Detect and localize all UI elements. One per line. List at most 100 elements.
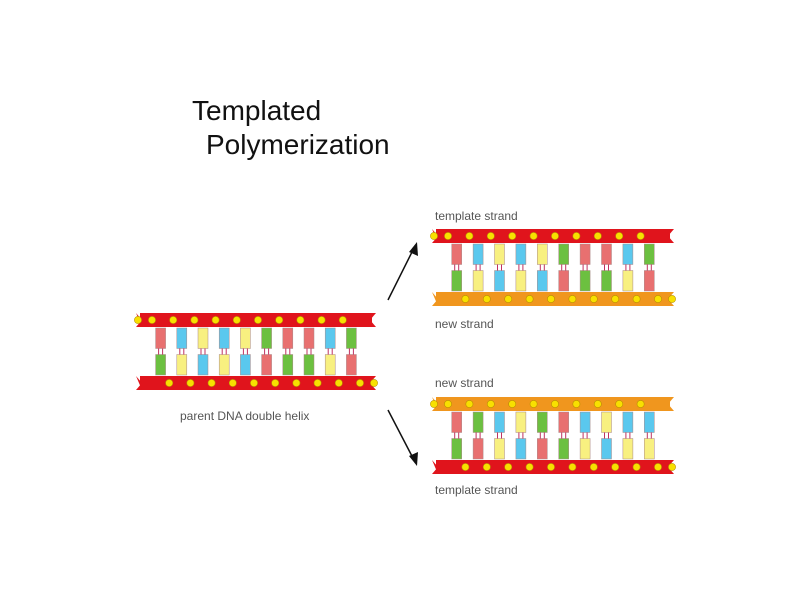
phosphate-group — [504, 295, 513, 303]
phosphate-group — [572, 400, 581, 408]
nucleotide-base — [451, 243, 462, 265]
phosphate-group — [292, 379, 301, 387]
top-template-strand-label: template strand — [435, 209, 518, 223]
phosphate-group — [508, 400, 517, 408]
nucleotide-base — [601, 438, 612, 460]
nucleotide-base — [579, 270, 591, 292]
nucleotide-base — [197, 354, 209, 376]
nucleotide-base — [282, 354, 294, 376]
phosphate-group — [572, 232, 581, 240]
phosphate-group — [615, 232, 624, 240]
phosphate-group — [134, 316, 142, 324]
phosphate-group — [356, 379, 364, 387]
strand-end — [370, 313, 376, 327]
phosphate-group — [465, 400, 474, 408]
nucleotide-base — [622, 270, 634, 292]
phosphate-group — [551, 400, 559, 408]
nucleotide-base — [622, 243, 634, 265]
nucleotide-base — [537, 438, 548, 460]
phosphate-group — [611, 463, 620, 471]
nucleotide-base — [601, 270, 612, 292]
phosphate-group — [461, 295, 470, 303]
phosphate-group — [551, 232, 559, 240]
arrow-up — [387, 242, 418, 301]
phosphate-group — [486, 400, 495, 408]
phosphate-group — [589, 463, 598, 471]
nucleotide-base — [494, 438, 505, 460]
phosphate-group — [668, 463, 676, 471]
title-line-2: Polymerization — [206, 129, 390, 160]
strand-end — [136, 376, 142, 390]
nucleotide-base — [644, 243, 655, 265]
phosphate-group — [254, 316, 262, 324]
phosphate-group — [275, 316, 284, 324]
nucleotide-base — [472, 438, 484, 460]
phosphate-group — [317, 316, 326, 324]
nucleotide-base — [537, 243, 548, 265]
phosphate-group — [632, 463, 641, 471]
nucleotide-base — [472, 411, 484, 433]
phosphate-group — [271, 379, 280, 387]
slide-title: Templated Polymerization — [192, 94, 390, 162]
phosphate-group — [654, 295, 662, 303]
phosphate-group — [461, 463, 470, 471]
strand-end — [432, 460, 438, 474]
parent-dna-label: parent DNA double helix — [180, 409, 309, 423]
nucleotide-base — [472, 243, 484, 265]
phosphate-group — [165, 379, 174, 387]
phosphate-group — [636, 232, 645, 240]
bottom-daughter-helix — [430, 397, 676, 474]
phosphate-group — [334, 379, 343, 387]
phosphate-group — [568, 295, 577, 303]
nucleotide-base — [579, 411, 591, 433]
phosphate-group — [636, 400, 645, 408]
nucleotide-base — [622, 411, 634, 433]
nucleotide-base — [282, 327, 294, 349]
nucleotide-base — [303, 327, 315, 349]
nucleotide-base — [494, 243, 505, 265]
phosphate-group — [430, 232, 438, 240]
phosphate-group — [370, 379, 378, 387]
top-daughter-helix — [430, 229, 676, 306]
phosphate-group — [525, 463, 534, 471]
phosphate-group — [250, 379, 258, 387]
phosphate-group — [508, 232, 517, 240]
phosphate-group — [338, 316, 347, 324]
phosphate-group — [186, 379, 195, 387]
nucleotide-base — [622, 438, 634, 460]
phosphate-group — [504, 463, 513, 471]
nucleotide-base — [494, 411, 505, 433]
nucleotide-base — [601, 411, 612, 433]
nucleotide-base — [515, 270, 527, 292]
phosphate-group — [529, 400, 538, 408]
nucleotide-base — [261, 354, 272, 376]
nucleotide-base — [515, 411, 527, 433]
nucleotide-base — [451, 411, 462, 433]
nucleotide-base — [558, 411, 569, 433]
nucleotide-base — [644, 438, 655, 460]
arrow-down — [387, 409, 418, 466]
phosphate-group — [444, 232, 452, 240]
phosphate-group — [593, 232, 602, 240]
phosphate-group — [444, 400, 452, 408]
nucleotide-base — [644, 411, 655, 433]
nucleotide-base — [515, 243, 527, 265]
bottom-template-strand-label: template strand — [435, 483, 518, 497]
nucleotide-base — [303, 354, 315, 376]
nucleotide-base — [451, 270, 462, 292]
nucleotide-base — [346, 354, 357, 376]
strand-end — [432, 292, 438, 306]
phosphate-group — [482, 463, 491, 471]
nucleotide-base — [644, 270, 655, 292]
nucleotide-base — [558, 243, 569, 265]
phosphate-group — [482, 295, 491, 303]
phosphate-group — [211, 316, 220, 324]
phosphate-group — [169, 316, 178, 324]
nucleotide-base — [240, 354, 251, 376]
title-line-1: Templated — [192, 95, 322, 126]
phosphate-group — [313, 379, 322, 387]
nucleotide-base — [451, 438, 462, 460]
phosphate-group — [525, 295, 534, 303]
nucleotide-base — [155, 354, 166, 376]
